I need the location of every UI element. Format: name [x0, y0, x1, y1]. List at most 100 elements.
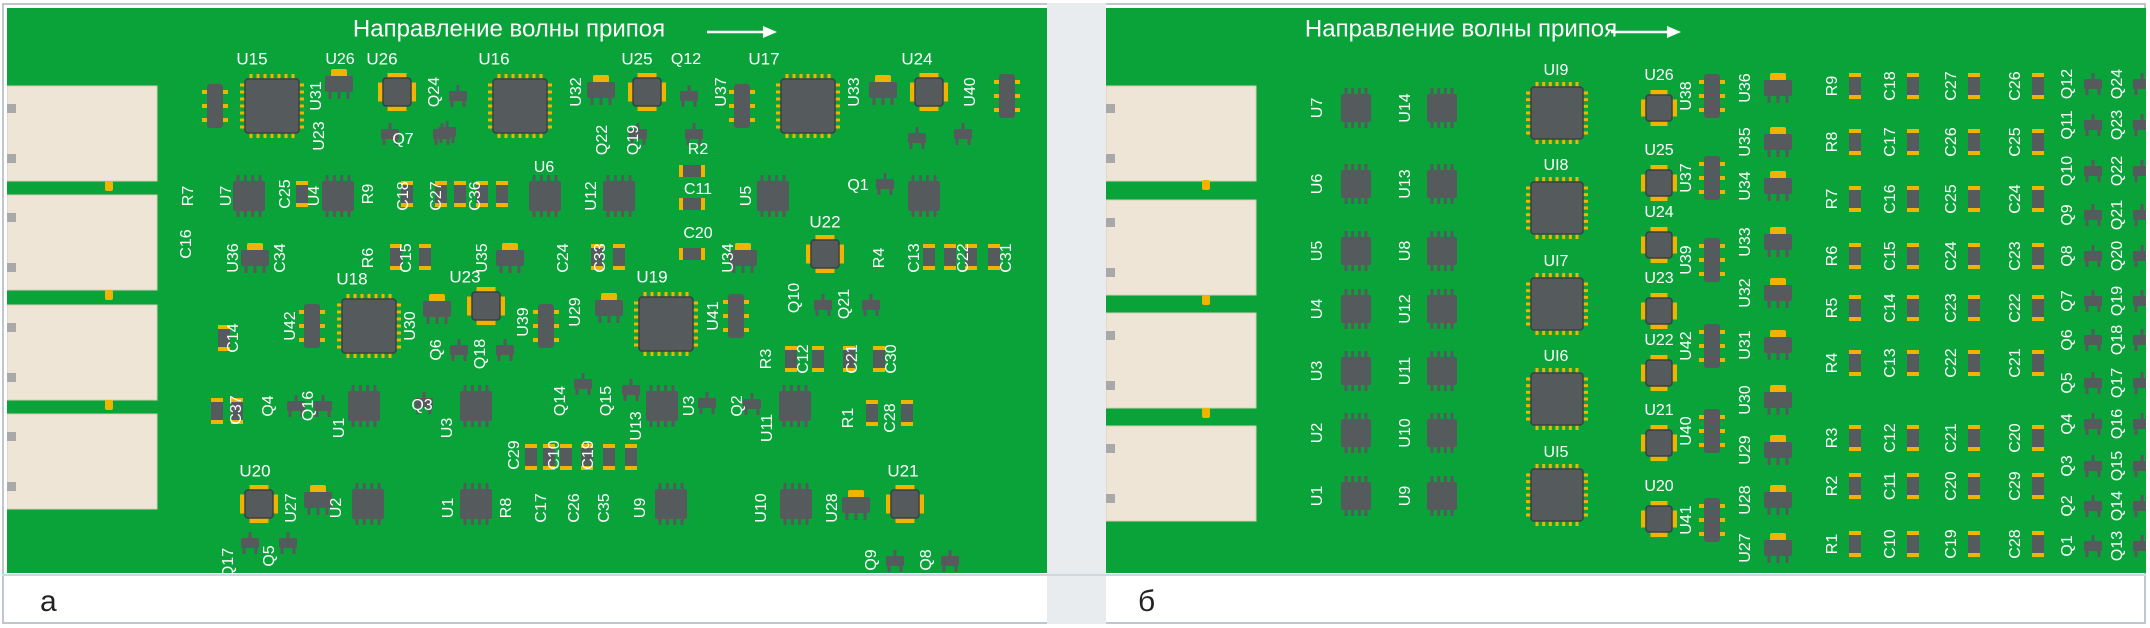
pin	[1641, 104, 1647, 108]
pin	[1641, 181, 1647, 185]
pin	[831, 235, 835, 241]
component-label: U34	[1737, 171, 1754, 200]
pin	[1671, 245, 1677, 249]
pin	[378, 95, 384, 99]
pin	[607, 316, 611, 323]
pin	[249, 517, 253, 523]
component-label: U35	[474, 243, 491, 272]
pin	[658, 518, 662, 525]
pin	[1582, 480, 1588, 484]
pin	[926, 210, 930, 217]
sot223-chip	[1764, 285, 1792, 301]
component-label: U1	[440, 498, 457, 519]
pin	[1671, 364, 1677, 368]
pin	[388, 352, 392, 358]
component-label: U11	[1397, 357, 1414, 385]
pin	[1014, 94, 1020, 98]
component-label: U39	[515, 307, 532, 336]
pin	[875, 309, 879, 316]
pin	[967, 138, 971, 145]
pin	[1650, 165, 1654, 171]
pin	[705, 392, 709, 398]
pin	[481, 319, 485, 325]
pin	[358, 420, 362, 427]
pin	[377, 483, 381, 490]
pin	[291, 74, 295, 80]
pin	[898, 485, 902, 491]
pin	[518, 74, 522, 80]
component-label: U6	[534, 159, 555, 176]
pin	[640, 105, 644, 111]
pin	[834, 125, 840, 129]
pin	[813, 74, 817, 80]
pin	[381, 352, 385, 358]
pin	[1535, 82, 1539, 88]
chip-body	[419, 248, 431, 266]
pin	[1641, 113, 1647, 117]
soic-chip	[1341, 295, 1371, 323]
pin	[251, 175, 255, 182]
pin	[664, 350, 668, 356]
pin	[1767, 408, 1771, 415]
pin	[1641, 434, 1647, 438]
component-label: U26	[325, 51, 354, 68]
pin	[1641, 369, 1647, 373]
pin	[1568, 424, 1572, 430]
component-label: Q17	[220, 548, 237, 573]
component-label: C18	[1882, 71, 1899, 100]
pin	[813, 132, 817, 138]
pin	[792, 132, 796, 138]
pin	[539, 175, 543, 182]
chip-body	[683, 248, 701, 260]
pin	[1582, 309, 1588, 313]
pin	[1344, 322, 1348, 329]
pin	[660, 82, 666, 86]
chip-body	[1849, 190, 1861, 208]
pin	[918, 210, 922, 217]
pin	[1430, 446, 1434, 453]
component-label: Q10	[2059, 156, 2076, 186]
pin	[789, 385, 793, 392]
pin	[749, 118, 755, 122]
pin	[1548, 273, 1552, 279]
pin	[1699, 330, 1705, 334]
qfp-chip	[638, 296, 694, 352]
pin	[2134, 510, 2138, 517]
pin	[1641, 439, 1647, 443]
pin	[792, 74, 796, 80]
pin	[886, 499, 892, 503]
pin	[834, 83, 840, 87]
pin	[1671, 446, 1677, 450]
pin	[729, 90, 735, 94]
pin	[827, 74, 831, 80]
component-label: R3	[1824, 428, 1841, 449]
pin	[1776, 96, 1780, 103]
connector	[1106, 312, 1257, 409]
pin	[395, 73, 399, 79]
pin	[2085, 260, 2089, 267]
tab	[848, 490, 864, 498]
pin	[1526, 384, 1532, 388]
pin	[1364, 197, 1368, 204]
pin	[1562, 464, 1566, 470]
pin	[2085, 387, 2089, 394]
component-label: U31	[1737, 330, 1754, 359]
pin	[222, 104, 228, 108]
pin	[1671, 179, 1677, 183]
pin	[1344, 446, 1348, 453]
soic-chip	[1341, 357, 1371, 385]
pin	[823, 267, 827, 273]
pin	[838, 247, 844, 251]
component-label: Q12	[671, 51, 701, 68]
qfp-chip	[382, 77, 412, 107]
pin	[930, 73, 934, 79]
pin	[1719, 162, 1725, 166]
sot23	[2084, 378, 2102, 388]
chip-body	[1968, 133, 1980, 151]
qfp-chip	[1645, 297, 1673, 325]
component-label: U29	[1737, 435, 1754, 464]
pin	[776, 125, 782, 129]
pin	[1671, 309, 1677, 313]
pin	[798, 483, 802, 490]
pin	[660, 90, 666, 94]
